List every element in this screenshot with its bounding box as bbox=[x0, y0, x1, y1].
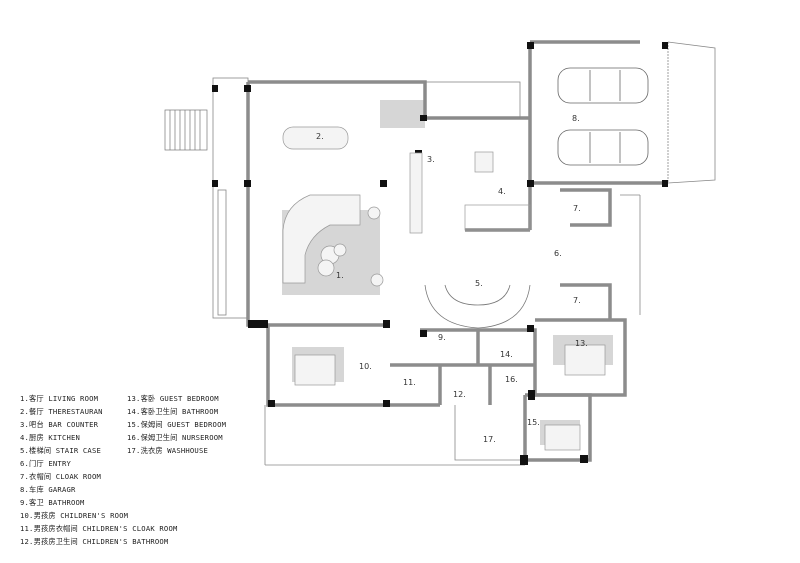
legend-item: 17.洗衣房 WASHHOUSE bbox=[127, 446, 209, 455]
exterior-stair bbox=[164, 109, 208, 151]
dining-table bbox=[282, 126, 349, 150]
room-label: 5. bbox=[475, 279, 483, 288]
bed-15 bbox=[544, 424, 581, 451]
car-icon bbox=[557, 129, 649, 166]
legend-item: 13.客卧 GUEST BEDROOM bbox=[127, 394, 219, 403]
legend-item: 8.车库 GARAGR bbox=[20, 485, 76, 494]
room-labels: 1. 2. 3. 4. 5. 6. 7. 7. 8. 9. 10. 11. 12… bbox=[316, 114, 588, 444]
kitchen-island bbox=[474, 151, 494, 173]
legend-item: 14.客卧卫生间 BATHROOM bbox=[127, 407, 219, 416]
room-label: 13. bbox=[575, 339, 588, 348]
room-label: 6. bbox=[554, 249, 562, 258]
bed-10 bbox=[294, 354, 336, 386]
legend-column-1: 1.客厅 LIVING ROOM 2.餐厅 THERESTAURAN 3.吧台 … bbox=[20, 392, 178, 548]
room-label: 1. bbox=[336, 271, 344, 280]
room-label: 2. bbox=[316, 132, 324, 141]
furniture bbox=[282, 126, 606, 451]
car-icon bbox=[557, 67, 649, 104]
legend-item: 6.门厅 ENTRY bbox=[20, 459, 71, 468]
legend-column-2: 13.客卧 GUEST BEDROOM 14.客卧卫生间 BATHROOM 15… bbox=[127, 392, 226, 457]
room-label: 3. bbox=[427, 155, 435, 164]
room-label: 11. bbox=[403, 378, 416, 387]
room-label: 7. bbox=[573, 204, 581, 213]
thin-lines bbox=[264, 41, 716, 466]
legend-item: 15.保姆间 GUEST BEDROOM bbox=[127, 420, 227, 429]
room-label: 15. bbox=[527, 418, 540, 427]
room-label: 10. bbox=[359, 362, 372, 371]
legend-item: 4.厨房 KITCHEN bbox=[20, 433, 81, 442]
legend-item: 9.客卫 BATHROOM bbox=[20, 498, 85, 507]
cars bbox=[557, 67, 649, 166]
room-label: 7. bbox=[573, 296, 581, 305]
bed-13 bbox=[564, 344, 606, 376]
room-label: 8. bbox=[572, 114, 580, 123]
legend-item: 3.吧台 BAR COUNTER bbox=[20, 420, 99, 429]
legend-item: 2.餐厅 THERESTAURAN bbox=[20, 407, 103, 416]
legend-item: 12.男孩房卫生间 CHILDREN'S BATHROOM bbox=[20, 537, 169, 546]
sofa bbox=[282, 194, 361, 284]
room-label: 16. bbox=[505, 375, 518, 384]
room-label: 17. bbox=[483, 435, 496, 444]
room-label: 14. bbox=[500, 350, 513, 359]
legend-item: 7.衣帽间 CLOAK ROOM bbox=[20, 472, 102, 481]
legend-item: 10.男孩房 CHILDREN'S ROOM bbox=[20, 511, 129, 520]
bar-counter bbox=[409, 152, 423, 234]
terrace bbox=[212, 77, 249, 319]
spiral-stair bbox=[424, 284, 531, 329]
room-label: 12. bbox=[453, 390, 466, 399]
legend-item: 16.保姆卫生间 NURSEROOM bbox=[127, 433, 223, 442]
legend-item: 1.客厅 LIVING ROOM bbox=[20, 394, 99, 403]
room-label: 4. bbox=[498, 187, 506, 196]
legend-item: 11.男孩房衣帽间 CHILDREN'S CLOAK ROOM bbox=[20, 524, 178, 533]
legend-item: 5.楼梯间 STAIR CASE bbox=[20, 446, 102, 455]
room-label: 9. bbox=[438, 333, 446, 342]
